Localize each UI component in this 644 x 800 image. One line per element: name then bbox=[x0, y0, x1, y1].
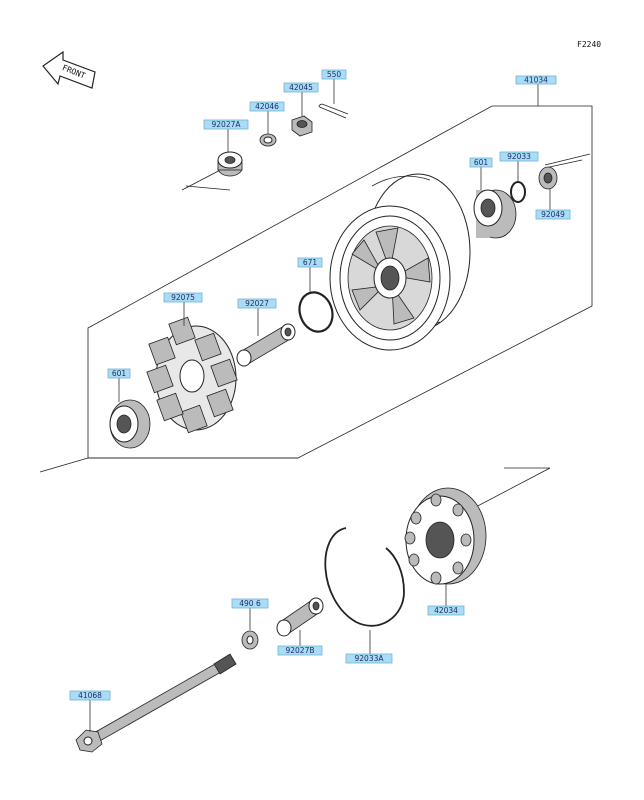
axle-41068 bbox=[75, 653, 237, 753]
svg-text:601: 601 bbox=[112, 369, 127, 378]
svg-text:92033: 92033 bbox=[507, 152, 531, 161]
callout-92049: 92049 bbox=[535, 209, 571, 220]
callout-92075: 92075 bbox=[163, 292, 203, 303]
coupling-42034 bbox=[404, 487, 487, 585]
svg-text:42045: 42045 bbox=[289, 83, 313, 92]
circlip-92033 bbox=[510, 181, 526, 203]
svg-text:42034: 42034 bbox=[434, 606, 458, 615]
callout-42046: 42046 bbox=[249, 101, 285, 112]
figure-reference: F2240 bbox=[577, 40, 601, 49]
front-direction-arrow-icon: FRONT bbox=[42, 50, 96, 89]
svg-text:92075: 92075 bbox=[171, 293, 195, 302]
svg-text:92033A: 92033A bbox=[355, 654, 385, 663]
collar-92027b bbox=[276, 597, 324, 637]
callout-42034: 42034 bbox=[427, 605, 465, 616]
callout-49016: 490 6 bbox=[231, 598, 269, 609]
damper-92075 bbox=[146, 316, 238, 434]
callout-92033: 92033 bbox=[499, 151, 539, 162]
svg-text:601: 601 bbox=[474, 158, 489, 167]
svg-text:490 6: 490 6 bbox=[239, 599, 261, 608]
washer-42046 bbox=[259, 133, 277, 147]
snap-ring-92033a bbox=[324, 527, 405, 627]
callout-601-left: 601 bbox=[107, 368, 131, 379]
callout-41034: 41034 bbox=[515, 76, 557, 85]
svg-text:42046: 42046 bbox=[255, 102, 279, 111]
bearing-601-left bbox=[109, 399, 151, 449]
svg-text:92049: 92049 bbox=[541, 210, 565, 219]
callout-42045: 42045 bbox=[283, 82, 319, 93]
bearing-601-right bbox=[473, 189, 517, 239]
callout-601-right: 601 bbox=[469, 157, 493, 168]
svg-text:550: 550 bbox=[327, 70, 342, 79]
nut-42045 bbox=[291, 115, 313, 137]
callout-671: 671 bbox=[297, 257, 323, 268]
cotter-pin-550 bbox=[318, 103, 349, 119]
callout-550: 550 bbox=[321, 69, 347, 80]
o-ring-671 bbox=[298, 291, 334, 333]
callout-92033a: 92033A bbox=[345, 653, 393, 664]
svg-text:41068: 41068 bbox=[78, 691, 102, 700]
callout-92027: 92027 bbox=[237, 298, 277, 309]
callout-41068: 41068 bbox=[69, 690, 111, 701]
collar-92027 bbox=[236, 323, 296, 367]
collar-92027a bbox=[217, 151, 243, 177]
washer-49016 bbox=[241, 630, 259, 650]
oil-seal-92049 bbox=[538, 166, 558, 190]
svg-text:92027A: 92027A bbox=[212, 120, 242, 129]
rear-wheel-41034 bbox=[329, 173, 471, 351]
svg-text:92027B: 92027B bbox=[285, 646, 314, 655]
svg-text:92027: 92027 bbox=[245, 299, 269, 308]
callout-92027b: 92027B bbox=[277, 645, 323, 656]
svg-text:41034: 41034 bbox=[524, 76, 548, 85]
callout-92027a: 92027A bbox=[203, 119, 249, 130]
svg-text:671: 671 bbox=[303, 258, 318, 267]
